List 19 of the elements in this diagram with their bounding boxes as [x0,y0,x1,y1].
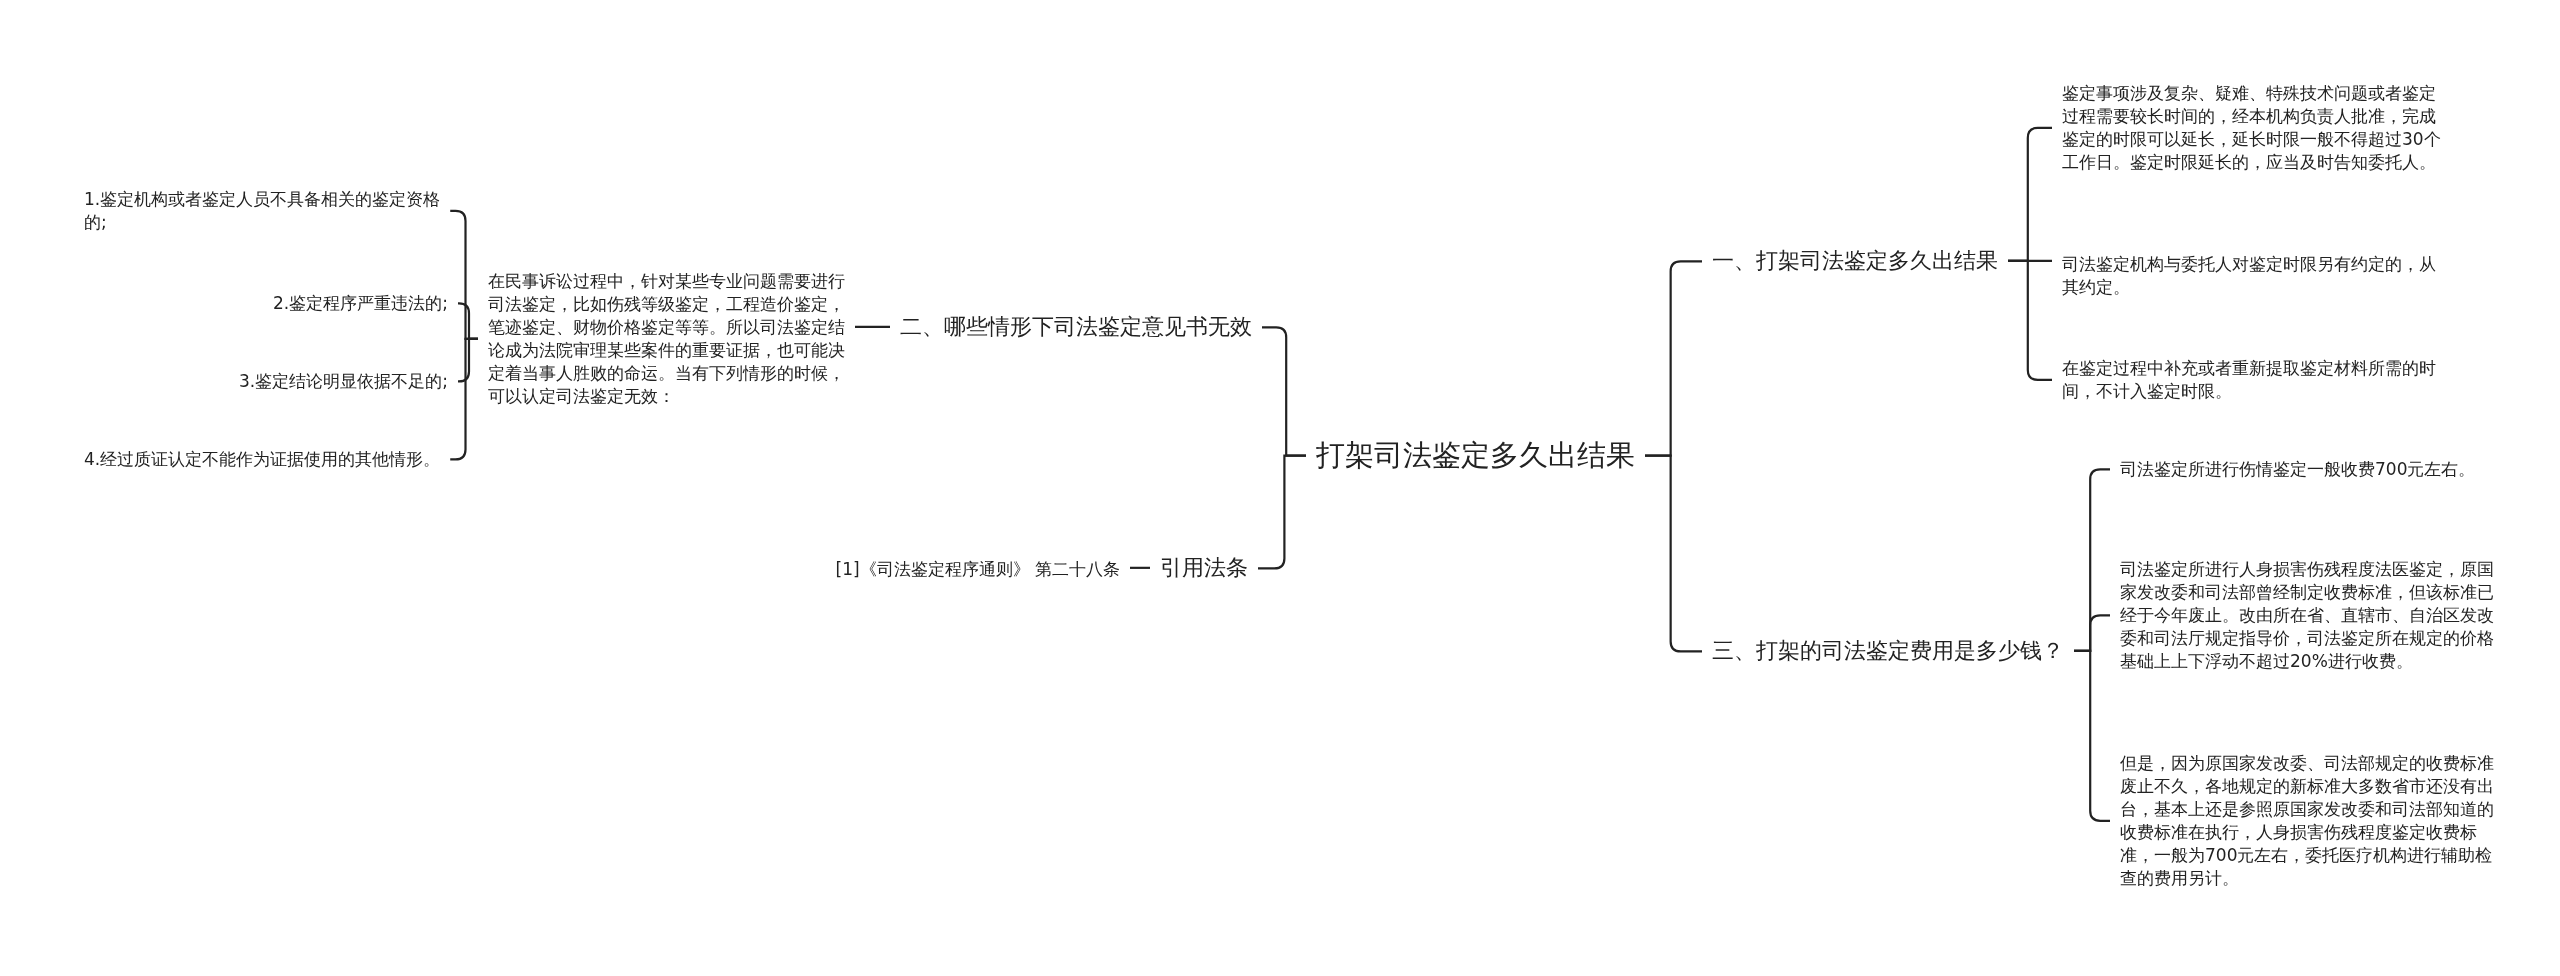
connector-line [855,325,890,328]
leaf-text: 司法鉴定所进行伤情鉴定一般收费700元左右。 [2120,458,2500,481]
leaf-text: 鉴定事项涉及复杂、疑难、特殊技术问题或者鉴定过程需要较长时间的，经本机构负责人批准，完成鉴定的时限可以延长，延长时限一般不得超过30个工作日。鉴定时限延长的，应当及时告知委托人。 [2062,82,2442,174]
leaf-text: 在鉴定过程中补充或者重新提取鉴定材料所需的时间，不计入鉴定时限。 [2062,357,2442,403]
leaf-text: 司法鉴定所进行人身损害伤残程度法医鉴定，原国家发改委和司法部曾经制定收费标准，但该标准已经于今年废止。改由所在省、直辖市、自治区发改委和司法厅规定指导价，司法鉴定所在规定的价格基础上上下浮动不超过20%进行收费。 [2120,558,2500,673]
branch-topic: 三、打架的司法鉴定费用是多少钱？ [1712,636,2084,666]
leaf-text: 司法鉴定机构与委托人对鉴定时限另有约定的，从其约定。 [2062,253,2442,299]
connector-line [1130,566,1150,569]
leaf-text: 4.经过质证认定不能作为证据使用的其他情形。 [84,448,448,471]
leaf-text: 在民事诉讼过程中，针对某些专业问题需要进行司法鉴定，比如伤残等级鉴定，工程造价鉴定，笔迹鉴定、财物价格鉴定等等。所以司法鉴定结论成为法院审理某些案件的重要证据，也可能决定着当事人胜败的命运。当有下列情形的时候，可以认定司法鉴定无效： [488,270,854,408]
central-topic: 打架司法鉴定多久出结果 [1316,436,1664,476]
leaf-text: 3.鉴定结论明显依据不足的; [84,370,448,393]
leaf-text: 但是，因为原国家发改委、司法部规定的收费标准废止不久，各地规定的新标准大多数省市还没有出台，基本上还是参照原国家发改委和司法部知道的收费标准在执行，人身损害伤残程度鉴定收费标准，一般为700元左右，委托医疗机构进行辅助检查的费用另计。 [2120,752,2500,890]
leaf-text: [1]《司法鉴定程序通则》 第二十八条 [800,558,1120,581]
leaf-text: 1.鉴定机构或者鉴定人员不具备相关的鉴定资格的; [84,188,448,234]
leaf-text: 2.鉴定程序严重违法的; [84,292,448,315]
branch-topic: 引用法条 [1160,553,1264,583]
branch-topic: 二、哪些情形下司法鉴定意见书无效 [900,312,1256,342]
branch-topic: 一、打架司法鉴定多久出结果 [1712,246,2022,276]
